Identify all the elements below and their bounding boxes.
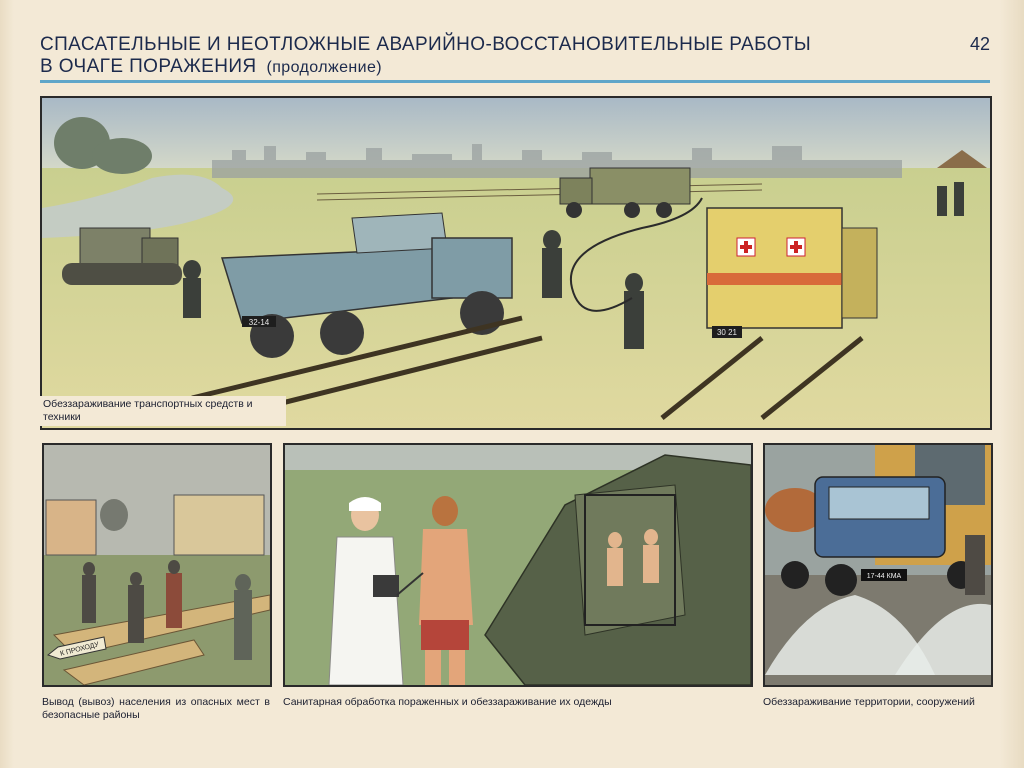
header-rule	[40, 80, 990, 83]
workers-in-protective-suits	[183, 182, 964, 349]
distant-tanker-truck	[559, 167, 691, 218]
medic-in-white-coat	[328, 497, 404, 685]
panel-evacuation: К ПРОХОДУ	[42, 443, 272, 687]
vehicle-decontamination-illustration: 32-14 30 21	[42, 98, 990, 428]
tractor	[62, 227, 182, 285]
caption-evacuation: Вывод (вывоз) населения из опасных мест …	[42, 696, 270, 722]
page-title-line2: В ОЧАГЕ ПОРАЖЕНИЯ (продолжение)	[40, 56, 820, 79]
panel-territory-decontamination: 17-44 КМА	[763, 443, 993, 687]
sanitary-treatment-illustration	[285, 445, 751, 685]
page-title-line1: СПАСАТЕЛЬНЫЕ И НЕОТЛОЖНЫЕ АВАРИЙНО-ВОССТ…	[40, 34, 812, 55]
territory-decontamination-illustration: 17-44 КМА	[765, 445, 991, 685]
truck-plate: 17-44 КМА	[867, 573, 902, 580]
caption-sanitary-treatment: Санитарная обработка пораженных и обезза…	[283, 696, 743, 709]
page-number: 42	[969, 34, 990, 54]
panel-sanitary-treatment	[283, 443, 753, 687]
title-continuation: (продолжение)	[266, 59, 382, 76]
caption-territory-decontamination: Обеззараживание территории, сооружений	[763, 696, 991, 709]
dump-truck: 32-14	[220, 212, 513, 358]
evacuation-illustration: К ПРОХОДУ	[44, 445, 270, 685]
evacuees	[82, 560, 252, 660]
ambulance-truck: 30 21	[706, 207, 878, 338]
page-title-line2-text: В ОЧАГЕ ПОРАЖЕНИЯ	[40, 56, 257, 77]
dump-truck-plate: 32-14	[249, 318, 270, 327]
watering-truck: 17-44 КМА	[765, 476, 975, 596]
ambulance-plate: 30 21	[717, 328, 738, 337]
panel-vehicle-decontamination: 32-14 30 21	[40, 96, 992, 430]
patient	[419, 496, 473, 685]
page-header: СПАСАТЕЛЬНЫЕ И НЕОТЛОЖНЫЕ АВАРИЙНО-ВОССТ…	[40, 34, 820, 79]
caption-vehicle-decontamination: Обеззараживание транспортных средств и т…	[40, 396, 286, 426]
